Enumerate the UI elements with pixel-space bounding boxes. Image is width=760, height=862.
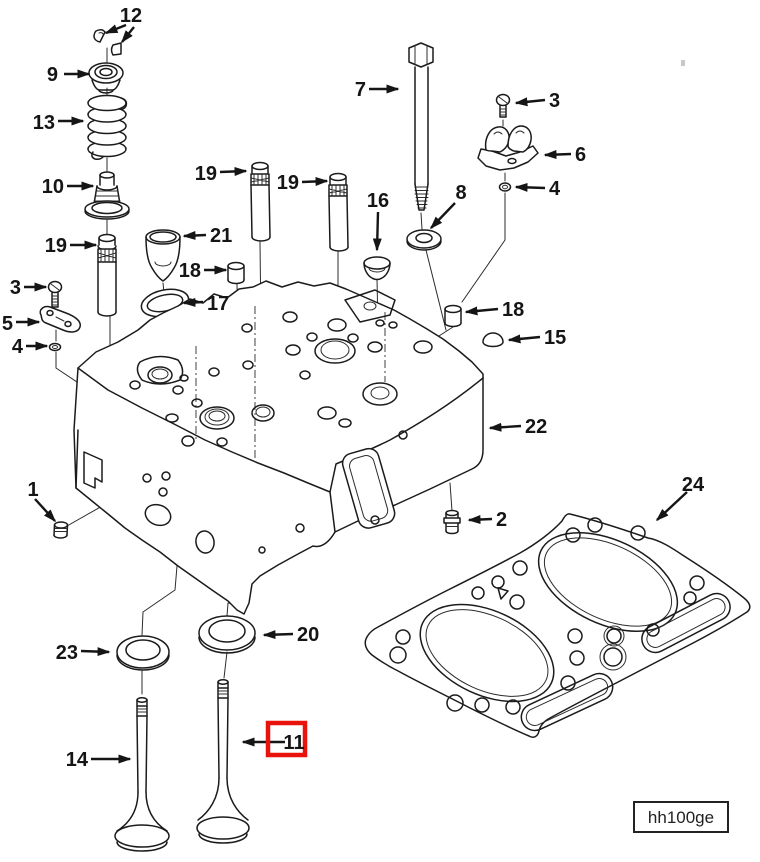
fitting-2 xyxy=(443,509,461,535)
cup-plug-16 xyxy=(363,256,391,281)
fitting-1 xyxy=(53,521,69,539)
clamp-bracket-6 xyxy=(477,125,539,171)
callout-17: 17 xyxy=(207,293,229,315)
cylinder-head-22 xyxy=(73,280,484,615)
valve-spring-13 xyxy=(87,94,128,160)
callout-11: 11 xyxy=(283,732,304,754)
callout-21: 21 xyxy=(210,225,232,247)
dome-plug-15 xyxy=(482,332,504,348)
valve-guide-19c xyxy=(328,172,349,252)
callout-13: 13 xyxy=(33,112,55,134)
callout-18b: 18 xyxy=(502,299,524,321)
scan-artifact xyxy=(681,60,685,66)
callout-6: 6 xyxy=(575,144,586,166)
callout-19b: 19 xyxy=(195,163,217,185)
valve-keepers-12 xyxy=(93,28,122,56)
valve-11 xyxy=(196,679,250,844)
callout-19c: 19 xyxy=(277,172,299,194)
callout-3a: 3 xyxy=(10,277,21,299)
screw-3b xyxy=(495,93,511,118)
valve-14 xyxy=(114,697,170,852)
callout-14: 14 xyxy=(66,749,89,771)
valve-stem-seal-10 xyxy=(84,171,130,220)
callout-24: 24 xyxy=(682,474,705,496)
callout-8: 8 xyxy=(455,182,466,204)
callout-15: 15 xyxy=(544,327,566,349)
callout-5: 5 xyxy=(2,313,13,335)
callout-12: 12 xyxy=(120,5,142,27)
highlight-box xyxy=(265,720,308,758)
valve-guide-19a xyxy=(97,233,117,317)
screw-3a xyxy=(47,280,63,308)
tappet-cup-21 xyxy=(145,229,181,282)
valve-guide-19b xyxy=(250,161,271,242)
cup-plug-18b xyxy=(444,304,462,328)
diagram-code-text: hh100ge xyxy=(648,808,714,827)
head-bolt-7 xyxy=(408,42,434,211)
callout-arrows xyxy=(16,23,688,764)
callout-16: 16 xyxy=(367,190,389,212)
callout-20: 20 xyxy=(297,624,319,646)
callout-1: 1 xyxy=(27,479,38,501)
callout-23: 23 xyxy=(56,642,78,664)
diagram-code-stamp: hh100ge xyxy=(633,801,729,833)
callout-4b: 4 xyxy=(549,178,561,200)
head-gasket-24 xyxy=(364,513,751,738)
cup-plug-18a xyxy=(227,261,245,285)
seal-ring-4a xyxy=(48,342,62,352)
callout-2: 2 xyxy=(496,509,507,531)
callout-18a: 18 xyxy=(179,260,201,282)
seal-ring-4b xyxy=(498,182,512,192)
callout-4a: 4 xyxy=(12,336,24,358)
washer-8 xyxy=(406,229,442,251)
callout-labels: 12 9 13 10 19 3 5 4 19 19 21 18 17 16 7 … xyxy=(2,5,705,771)
valve-seat-20 xyxy=(198,615,256,654)
valve-seat-23 xyxy=(116,635,170,671)
callout-9: 9 xyxy=(47,64,58,86)
clamp-plate-5 xyxy=(39,305,82,333)
spring-retainer-9 xyxy=(88,62,124,94)
callout-19a: 19 xyxy=(45,235,67,257)
callout-22: 22 xyxy=(525,416,547,438)
callout-10: 10 xyxy=(42,176,64,198)
callout-7: 7 xyxy=(355,79,366,101)
callout-3b: 3 xyxy=(549,90,560,112)
